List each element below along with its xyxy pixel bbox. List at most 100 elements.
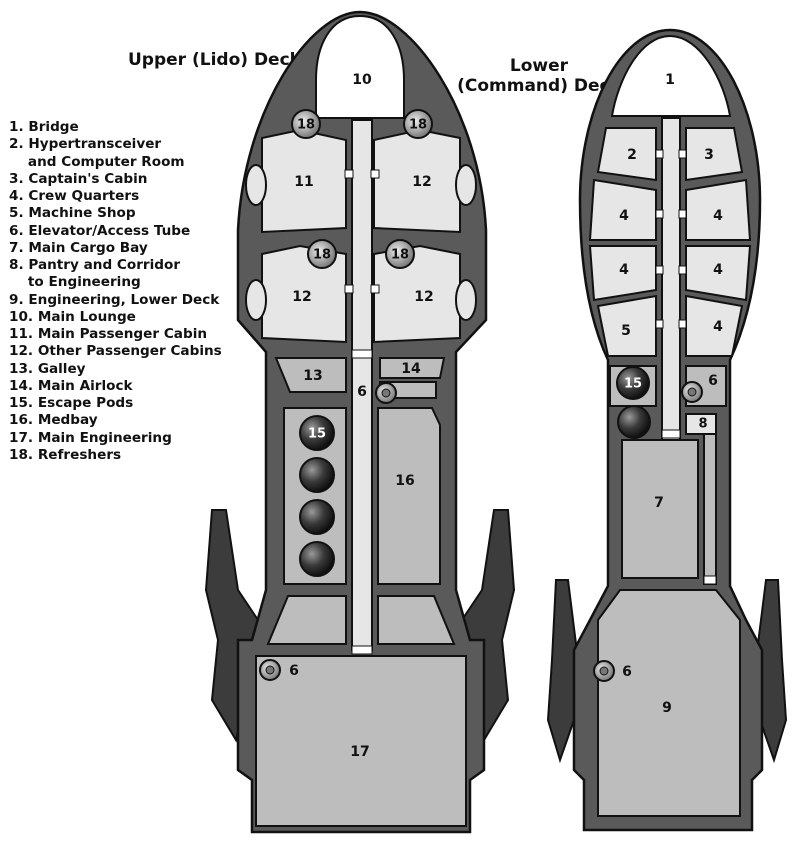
legend-item: 10. Main Lounge	[9, 308, 136, 325]
pantry-corridor	[703, 433, 717, 585]
door-marker	[655, 149, 664, 159]
label-refresher-2: 18	[409, 118, 427, 133]
upper-elevator-1-inner	[381, 388, 391, 398]
escape-pod-3	[299, 499, 335, 535]
legend-item: 16. Medbay	[9, 412, 98, 429]
room-main-airlock	[379, 357, 446, 379]
label-crew-quarters-5: 4	[713, 319, 723, 335]
door-marker	[370, 284, 380, 294]
lower-right-fin	[754, 579, 788, 764]
label-lower-elevator-1: 6	[708, 373, 718, 389]
label-crew-quarters-2: 4	[619, 262, 629, 278]
door-marker	[678, 209, 687, 219]
room-bridge	[610, 34, 732, 117]
label-main-cargo-bay: 7	[654, 495, 664, 511]
label-lower-elevator-2: 6	[622, 664, 632, 680]
door-marker	[351, 349, 373, 359]
door-marker	[351, 645, 373, 655]
door-marker	[344, 284, 354, 294]
room-hypertransceiver	[596, 127, 657, 182]
label-medbay: 16	[395, 473, 414, 489]
label-main-airlock: 14	[401, 361, 421, 377]
label-main-passenger-cabin: 11	[294, 174, 313, 190]
room-crew-quarters-1	[588, 178, 657, 241]
label-captains-cabin: 3	[704, 147, 714, 163]
upper-aft-room-right	[377, 595, 456, 645]
legend-item: 9. Engineering, Lower Deck	[9, 291, 220, 308]
legend-item: 15. Escape Pods	[9, 395, 134, 411]
legend-item: 3. Captain's Cabin	[9, 170, 148, 187]
legend-item: 12. Other Passenger Cabins	[9, 343, 222, 360]
lower-elevator-2-inner	[599, 666, 609, 676]
door-marker	[655, 265, 664, 275]
lower-central-corridor	[661, 117, 681, 441]
door-marker	[661, 429, 681, 439]
legend-item: 13. Galley	[9, 360, 86, 377]
lower-deck-title: Lower (Command) Deck	[449, 56, 629, 96]
label-passenger-cabin-sw: 12	[292, 289, 311, 305]
lower-deck-plan: 1 2 3 4 4 4 4 4 5 15 6 8 7 6 9	[546, 28, 788, 832]
label-hypertransceiver: 2	[627, 147, 637, 163]
upper-aft-room-left	[266, 595, 347, 645]
legend-item: and Computer Room	[9, 153, 185, 170]
door-marker	[655, 319, 664, 329]
room-passenger-cabin-sw	[261, 244, 347, 344]
room-main-engineering	[255, 655, 467, 827]
label-refresher-4: 18	[391, 248, 409, 263]
room-crew-quarters-4	[685, 245, 752, 302]
refresher-3	[307, 239, 337, 269]
door-marker	[370, 169, 380, 179]
label-bridge: 1	[665, 72, 675, 88]
escape-pod-1	[299, 415, 335, 451]
lower-deck-title-line2: (Command) Deck	[457, 76, 621, 96]
refresher-4	[385, 239, 415, 269]
legend-item: 7. Main Cargo Bay	[9, 239, 148, 256]
legend-item: 5. Machine Shop	[9, 205, 136, 222]
label-elevator-upper-2: 6	[289, 663, 299, 679]
legend-item: 1. Bridge	[9, 119, 79, 135]
label-refresher-3: 18	[313, 248, 331, 263]
label-crew-quarters-1: 4	[619, 208, 629, 224]
lower-escape-pod-1	[616, 366, 650, 400]
label-passenger-cabin-ne: 12	[412, 174, 431, 190]
escape-pod-4	[299, 541, 335, 577]
label-engineering-lower-deck: 9	[662, 700, 672, 716]
label-passenger-cabin-se: 12	[414, 289, 433, 305]
door-marker	[678, 319, 687, 329]
label-escape-pods: 15	[308, 427, 326, 442]
door-marker	[703, 575, 717, 585]
label-pantry: 8	[698, 417, 707, 432]
upper-port-window-1	[245, 164, 267, 206]
room-machine-shop	[596, 294, 657, 357]
label-lower-escape-pods: 15	[624, 377, 642, 392]
room-crew-quarters-5	[685, 294, 744, 357]
label-refresher-1: 18	[297, 118, 315, 133]
label-main-lounge: 10	[352, 72, 372, 88]
legend-item: 18. Refreshers	[9, 446, 122, 463]
legend-item: to Engineering	[9, 274, 141, 291]
label-machine-shop: 5	[621, 323, 631, 339]
room-medbay	[377, 407, 441, 585]
room-crew-quarters-3	[685, 178, 752, 241]
upper-deck-plan: 10 18 18 18 18 11 12 12 12 13 14 6 15 16…	[204, 10, 516, 834]
upper-deck-title: Upper (Lido) Deck	[128, 50, 301, 70]
room-captains-cabin	[685, 127, 744, 182]
upper-starboard-window-2	[455, 279, 477, 321]
room-crew-quarters-2	[588, 245, 657, 302]
upper-starboard-window-1	[455, 164, 477, 206]
legend-item: 17. Main Engineering	[9, 429, 172, 446]
escape-pod-2	[299, 457, 335, 493]
label-elevator-upper-1: 6	[357, 384, 367, 400]
legend-item: 14. Main Airlock	[9, 377, 133, 394]
legend-item: 4. Crew Quarters	[9, 188, 140, 204]
label-galley: 13	[303, 368, 322, 384]
lower-left-fin	[546, 579, 580, 764]
refresher-2	[403, 109, 433, 139]
label-crew-quarters-4: 4	[713, 262, 723, 278]
label-main-engineering: 17	[350, 744, 369, 760]
door-marker	[655, 209, 664, 219]
upper-port-window-2	[245, 279, 267, 321]
refresher-1	[291, 109, 321, 139]
room-galley	[274, 357, 347, 393]
